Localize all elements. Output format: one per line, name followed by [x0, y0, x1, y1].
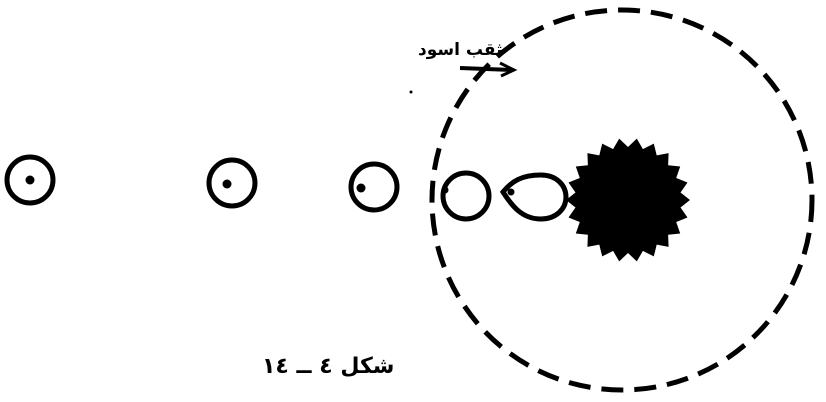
star-2-core: [223, 180, 232, 189]
star-1: [7, 157, 53, 203]
black-hole-label: ثقب اسود: [418, 40, 502, 60]
star-1-core: [26, 176, 35, 185]
star-2: [209, 160, 255, 206]
star-5-core: [508, 189, 515, 196]
figure-caption: شكل ٤ ــ ١٤: [262, 354, 394, 379]
stray-dot: [410, 91, 413, 94]
star-3-core: [357, 184, 366, 193]
star-2-ring: [209, 160, 255, 206]
star-3: [351, 164, 397, 210]
star-5-teardrop: [503, 175, 566, 219]
star-4-ring: [443, 173, 489, 219]
star-4-core: [442, 187, 449, 194]
black-hole: [566, 139, 690, 262]
star-5-stretched: [503, 175, 566, 219]
star-4: [442, 173, 490, 219]
